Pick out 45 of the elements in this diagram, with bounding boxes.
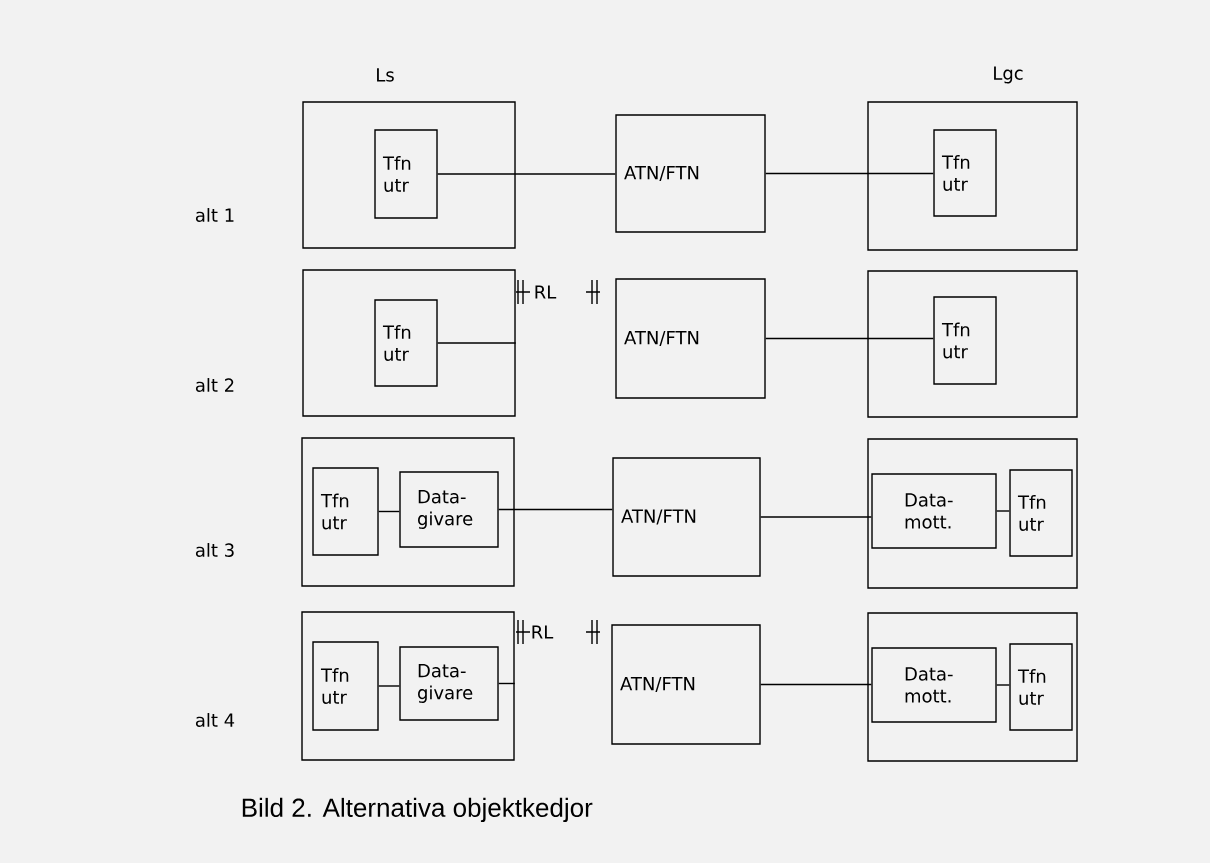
- row-label: alt 1: [195, 208, 234, 222]
- connector-line: [765, 172, 934, 175]
- station-box: [867, 270, 1078, 418]
- connector-line: [760, 516, 872, 518]
- station-box: [867, 438, 1078, 589]
- component-box: Tfn utr: [933, 129, 997, 217]
- column-label: Lgc: [994, 66, 1023, 84]
- station-box: [302, 269, 516, 417]
- column-label: Ls: [377, 68, 394, 82]
- connector-line: [996, 510, 1010, 512]
- connector-line: [760, 683, 872, 686]
- component-box: Tfn utr: [312, 641, 379, 731]
- connector-line: [498, 682, 516, 685]
- station-box: [867, 612, 1078, 762]
- component-box: Tfn utr: [1009, 643, 1073, 731]
- station-box: [301, 437, 515, 587]
- connector-line: [437, 342, 517, 344]
- station-box: [867, 101, 1078, 251]
- link-label: RL: [535, 285, 557, 299]
- row-label: alt 2: [195, 378, 234, 392]
- component-box: Tfn utr: [374, 299, 438, 387]
- connector-line: [996, 684, 1010, 686]
- component-box: ATN/FTN: [611, 624, 761, 745]
- component-box: ATN/FTN: [612, 457, 761, 577]
- station-box: [301, 611, 515, 761]
- component-box: ATN/FTN: [615, 114, 766, 233]
- component-box: Tfn utr: [312, 467, 379, 556]
- connector-line: [765, 337, 934, 340]
- connector-line: [378, 685, 400, 687]
- component-box: Tfn utr: [933, 296, 997, 385]
- row-label: alt 4: [195, 713, 235, 727]
- row-label: alt 3: [195, 543, 234, 557]
- component-box: Data- givare: [399, 646, 499, 721]
- station-box: [302, 101, 516, 249]
- component-box: Data- mott.: [871, 473, 997, 549]
- component-box: Data- givare: [399, 471, 499, 548]
- connector-line: [378, 510, 400, 513]
- component-box: Tfn utr: [1009, 469, 1073, 557]
- connector-line: [498, 508, 613, 511]
- component-box: Data- mott.: [871, 647, 997, 723]
- link-label: RL: [532, 625, 554, 639]
- component-box: Tfn utr: [374, 129, 438, 219]
- caption: Bild 2. Alternativa objektkedjor: [242, 797, 593, 823]
- component-box: ATN/FTN: [615, 278, 766, 399]
- connector-line: [437, 173, 616, 175]
